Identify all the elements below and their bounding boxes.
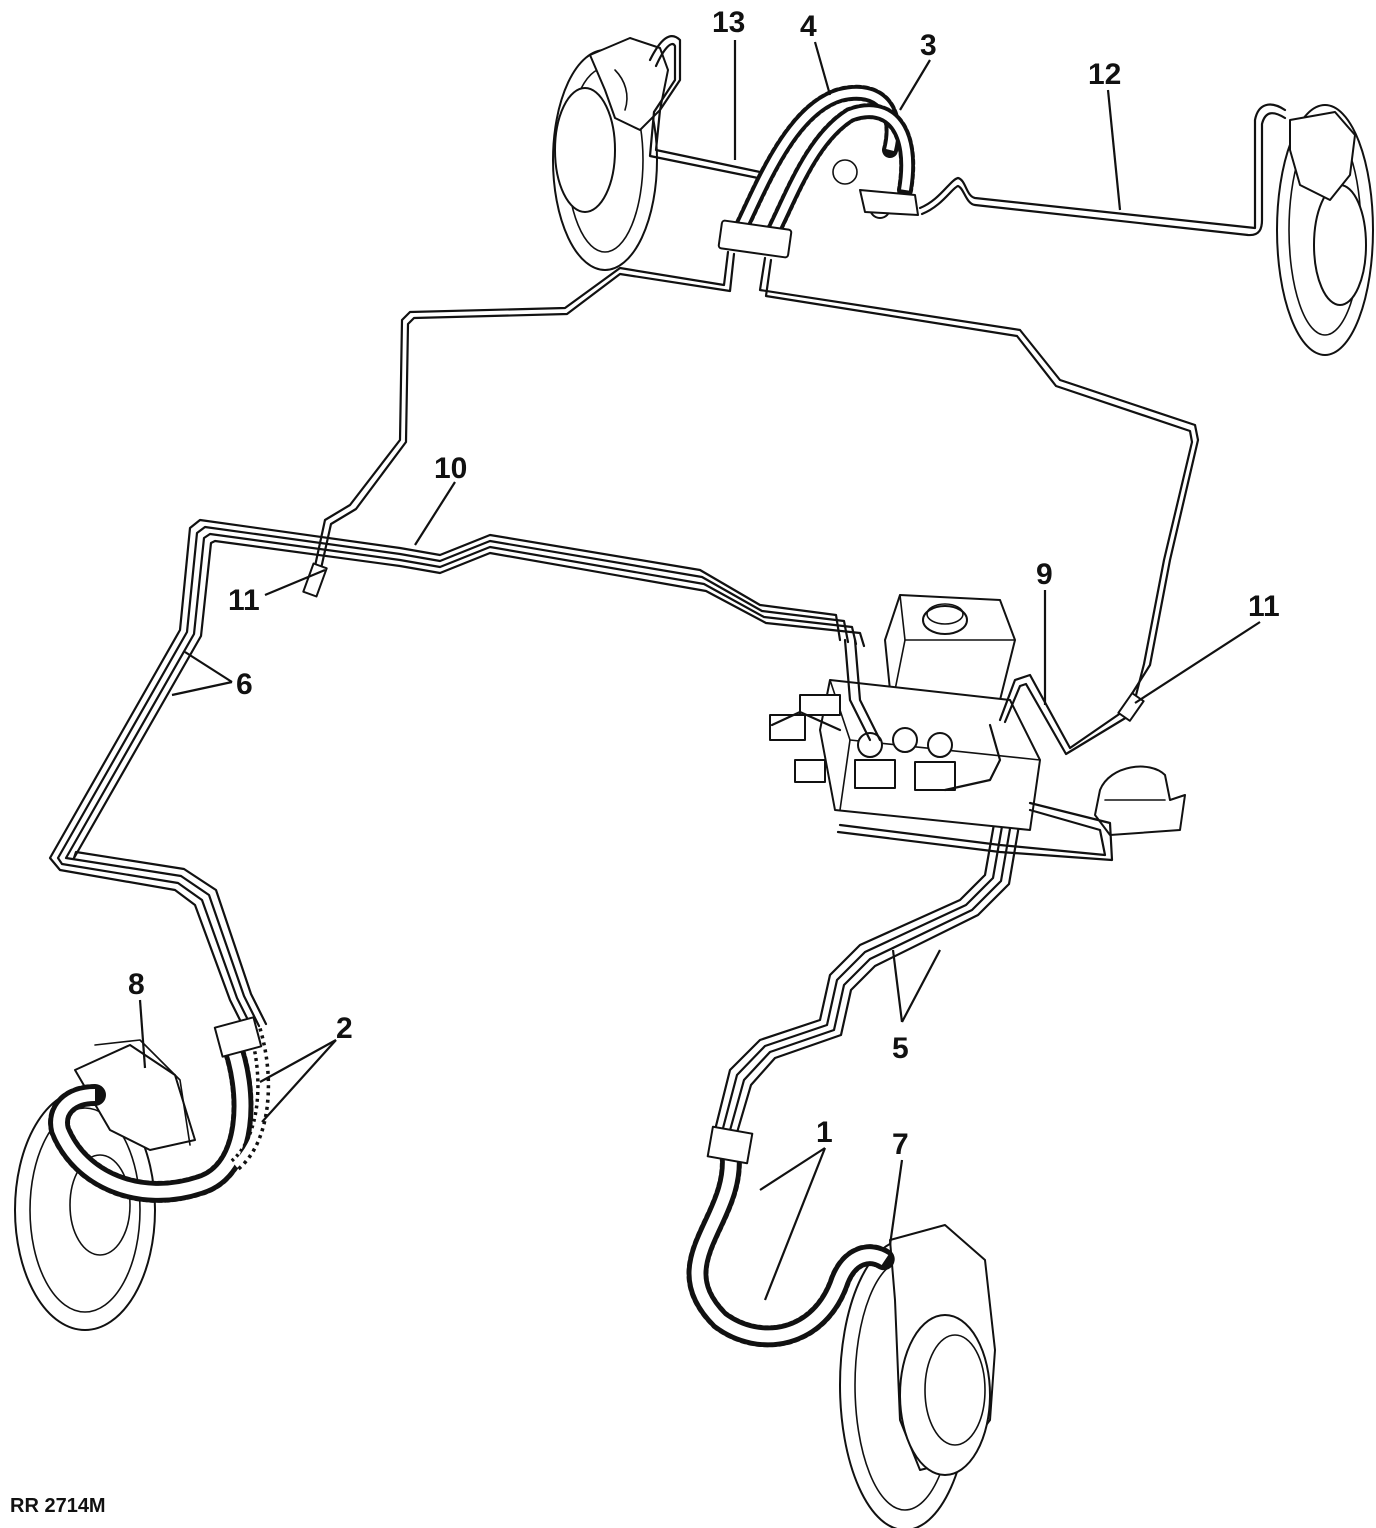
callout-5: 5 xyxy=(892,1032,909,1065)
callout-2: 2 xyxy=(336,1012,353,1045)
callout-11-left: 11 xyxy=(228,584,260,617)
abs-sensor-connector xyxy=(836,765,1186,862)
abs-modulator-unit xyxy=(769,594,1041,831)
leader-lines xyxy=(138,40,1261,1301)
front-left-brake-disc xyxy=(14,1039,196,1331)
drawing-reference: RR 2714M xyxy=(10,1495,106,1517)
callout-8: 8 xyxy=(128,968,145,1001)
front-left-pipe-bundle xyxy=(48,518,866,1032)
callout-11-right: 11 xyxy=(1248,590,1280,623)
front-right-flexible-hose-1 xyxy=(686,1125,896,1348)
callout-4: 4 xyxy=(800,10,817,43)
front-left-flexible-hose-2 xyxy=(48,1016,271,1203)
front-right-brake-disc xyxy=(839,1224,996,1528)
callout-10: 10 xyxy=(434,452,467,485)
callout-labels: 13 4 3 12 10 11 9 11 6 8 2 5 1 7 xyxy=(128,6,1280,1161)
rear-axle-pipe-13 xyxy=(648,35,762,180)
callout-9: 9 xyxy=(1036,558,1053,591)
rear-left-brake-disc xyxy=(552,37,669,271)
callout-12: 12 xyxy=(1088,58,1121,91)
callout-3: 3 xyxy=(920,29,937,62)
pipe-9 xyxy=(998,673,1134,756)
rear-right-brake-disc xyxy=(1276,104,1374,356)
pipe-union-11-right xyxy=(1117,692,1145,722)
pipe-union-11-left xyxy=(302,562,328,598)
callout-7: 7 xyxy=(892,1128,909,1161)
callout-1: 1 xyxy=(816,1116,833,1149)
rear-flexible-hose-3 xyxy=(762,103,916,246)
rear-pipe-union xyxy=(717,159,919,259)
callout-6: 6 xyxy=(236,668,253,701)
front-right-pipe-bundle xyxy=(713,788,1026,1138)
rear-feed-pipes xyxy=(310,250,1200,705)
callout-13: 13 xyxy=(712,6,745,39)
rear-axle-pipe-12 xyxy=(918,103,1287,237)
